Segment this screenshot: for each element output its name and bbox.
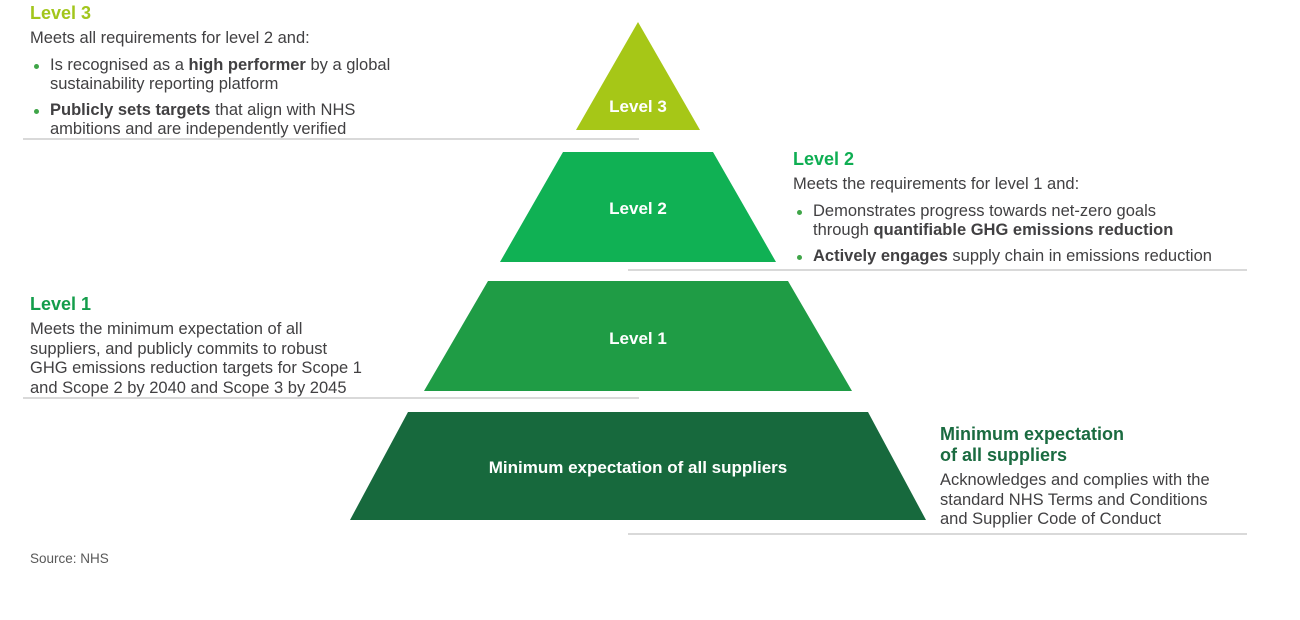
level2-intro: Meets the requirements for level 1 and: (793, 175, 1080, 193)
minimum-expectation-description: Acknowledges and complies with the stand… (940, 471, 1210, 528)
bullet-text: supply chain in emissions reduction (947, 247, 1212, 265)
bullet-text-bold: quantifiable GHG emissions reduction (873, 221, 1174, 239)
level3-bullet-1: Is recognised as a high performer by a g… (50, 56, 390, 94)
divider-level3 (23, 138, 639, 140)
bullet-icon (797, 210, 802, 215)
bullet-text-bold: high performer (188, 56, 306, 74)
level1-description: Meets the minimum expectation of all sup… (30, 320, 362, 397)
bullet-text: by a global sustainability reporting pla… (50, 56, 391, 93)
bullet-icon (34, 109, 39, 114)
pyramid-tier-level3 (576, 22, 700, 130)
pyramid-tier-level2 (500, 152, 776, 262)
pyramid-tier-level1 (424, 281, 852, 391)
level3-bullet-2: Publicly sets targets that align with NH… (50, 101, 355, 139)
bullet-icon (34, 64, 39, 69)
bullet-text: Is recognised as a (50, 56, 189, 74)
list-item: Demonstrates progress towards net-zero g… (793, 202, 1258, 240)
pyramid-tier-level3-label: Level 3 (609, 97, 667, 116)
list-item: Is recognised as a high performer by a g… (30, 56, 450, 94)
bullet-text: Demonstrates progress towards net-zero g… (813, 202, 1156, 239)
level1-annotation: Level 1 Meets the minimum expectation of… (30, 294, 430, 398)
level2-bullet-2: Actively engages supply chain in emissio… (813, 247, 1212, 266)
level3-annotation: Level 3 Meets all requirements for level… (30, 3, 450, 146)
level3-intro: Meets all requirements for level 2 and: (30, 29, 310, 47)
source-attribution: Source: NHS (30, 551, 109, 566)
level2-heading: Level 2 (793, 149, 855, 169)
bullet-icon (797, 255, 802, 260)
level2-annotation: Level 2 Meets the requirements for level… (793, 149, 1258, 273)
list-item: Actively engages supply chain in emissio… (793, 247, 1258, 266)
minimum-expectation-heading: Minimum expectation of all suppliers (940, 424, 1125, 465)
divider-level2 (628, 269, 1247, 271)
divider-level1 (23, 397, 639, 399)
pyramid-tier-level1-label: Level 1 (609, 329, 667, 348)
bullet-text-bold: Publicly sets targets (50, 101, 211, 119)
minimum-expectation-annotation: Minimum expectation of all suppliers Ack… (940, 424, 1260, 530)
pyramid-tier-minimum (350, 412, 926, 520)
pyramid-tier-level2-label: Level 2 (609, 199, 667, 218)
level3-heading: Level 3 (30, 3, 92, 23)
bullet-text: that align with NHS ambitions and are in… (50, 101, 356, 138)
list-item: Publicly sets targets that align with NH… (30, 101, 450, 139)
level2-bullet-1: Demonstrates progress towards net-zero g… (813, 202, 1173, 240)
divider-minimum (628, 533, 1247, 535)
bullet-text-bold: Actively engages (813, 247, 948, 265)
pyramid-tier-minimum-label: Minimum expectation of all suppliers (489, 458, 788, 477)
level1-heading: Level 1 (30, 294, 92, 314)
